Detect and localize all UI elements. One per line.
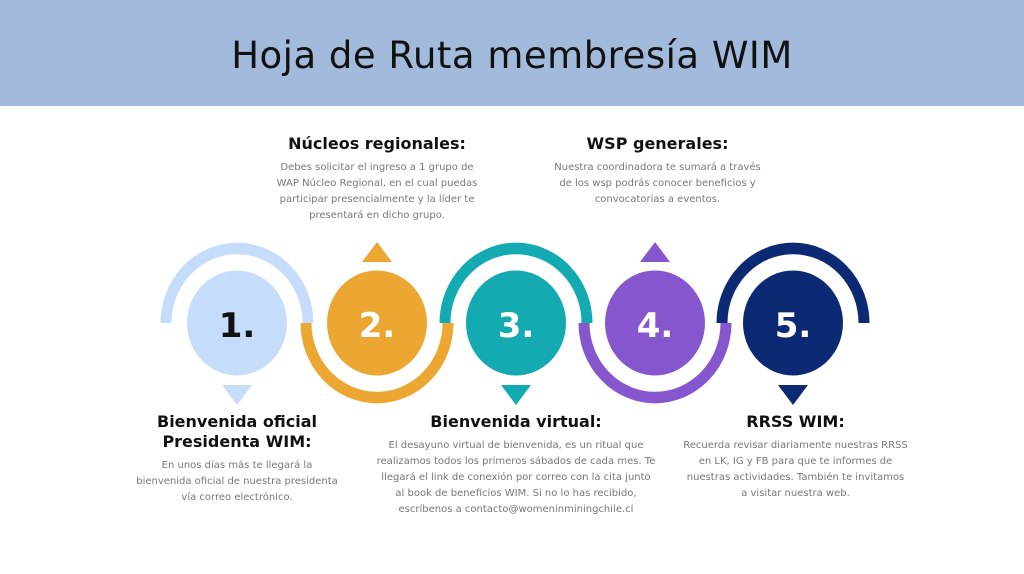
step-4-text: Nuestra coordinadora te sumará a través … [554,162,761,205]
triangle-down-3 [501,385,531,405]
step-4-block: WSP generales: Nuestra coordinadora te s… [550,134,765,208]
arc-1 [160,242,314,324]
arc-3 [439,242,593,324]
triangle-down-1 [222,385,252,405]
step-5-block: RRSS WIM: Recuerda revisar diariamente n… [683,412,908,502]
step-1-title: Bienvenida oficial Presidenta WIM: [157,412,317,451]
header-banner [0,0,1024,106]
triangle-up-4 [640,242,670,262]
step-2-title: Núcleos regionales: [288,134,466,153]
step-number-4: 4. [637,306,674,346]
arc-2 [300,322,454,404]
step-4-title: WSP generales: [586,134,729,153]
step-2-text: Debes solicitar el ingreso a 1 grupo de … [276,162,478,221]
step-number-3: 3. [498,306,535,346]
step-circle-2 [327,270,427,376]
step-circle-5 [743,270,843,376]
step-number-1: 1. [219,306,256,346]
step-1-text: En unos días más te llegará la bienvenid… [136,460,338,503]
step-5-text: Recuerda revisar diariamente nuestras RR… [683,440,908,499]
step-number-5: 5. [775,306,812,346]
page-title: Hoja de Ruta membresía WIM [231,34,793,77]
step-circle-4 [605,270,705,376]
step-5-title: RRSS WIM: [746,412,845,431]
arc-5 [716,242,870,324]
step-3-block: Bienvenida virtual: El desayuno virtual … [376,412,656,518]
step-number-2: 2. [359,306,396,346]
step-circle-3 [466,270,566,376]
triangle-down-5 [778,385,808,405]
arc-4 [578,322,732,404]
step-circle-1 [187,270,287,376]
step-3-title: Bienvenida virtual: [430,412,602,431]
step-1-block: Bienvenida oficial Presidenta WIM: En un… [127,412,347,506]
step-2-block: Núcleos regionales: Debes solicitar el i… [267,134,487,224]
triangle-up-2 [362,242,392,262]
step-3-text: El desayuno virtual de bienvenida, es un… [376,440,656,515]
